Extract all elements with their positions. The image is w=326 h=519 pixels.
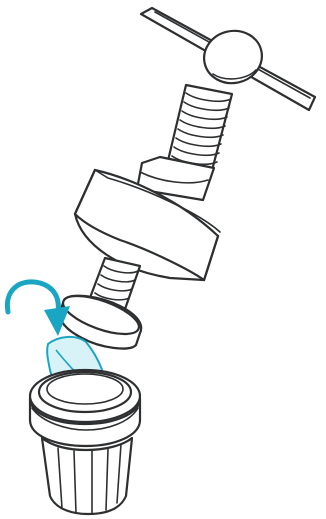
plunger-disc [58, 294, 143, 350]
upper-screw [164, 83, 234, 180]
capsule-cup [28, 368, 142, 516]
curved-arrow-icon [4, 279, 70, 336]
t-handle [139, 6, 317, 112]
press-body [73, 168, 221, 282]
